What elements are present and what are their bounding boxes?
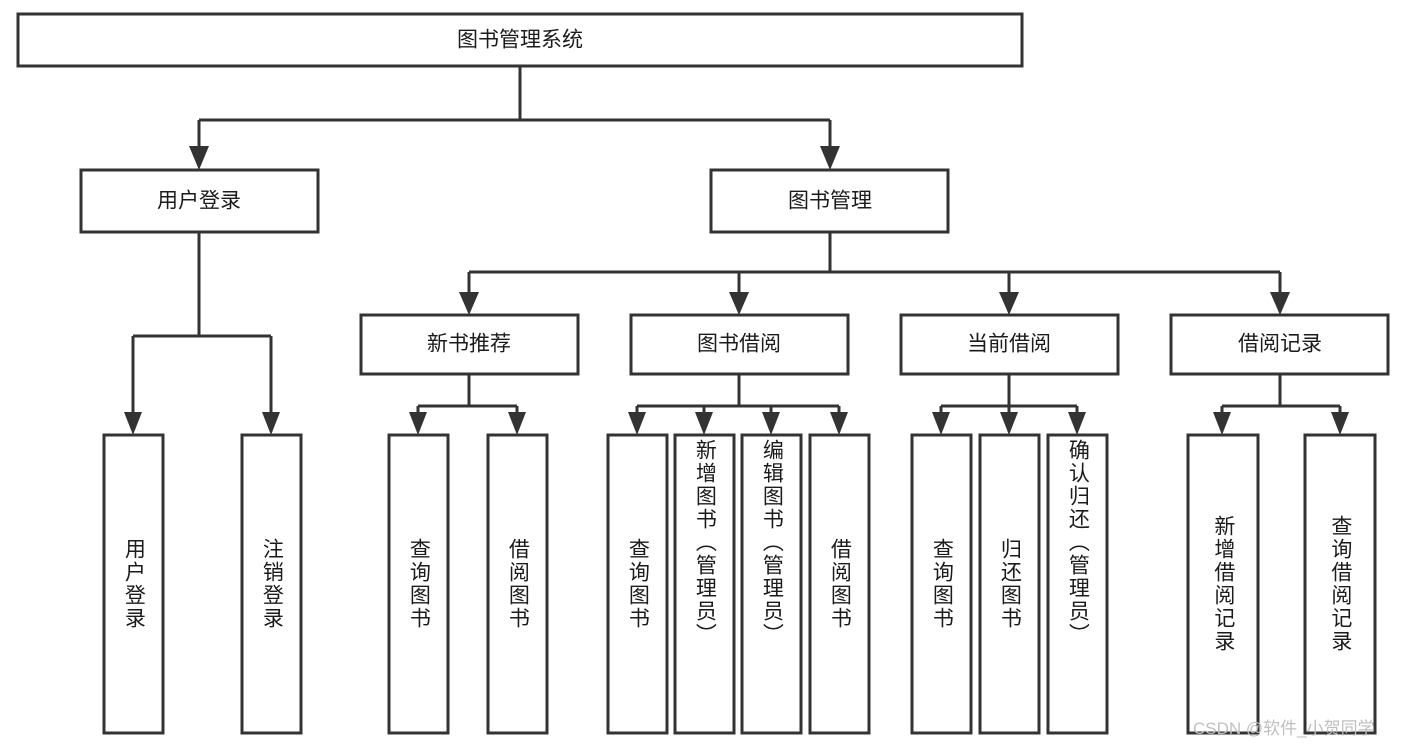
node-leaf-edit-book-box[interactable] [740,433,803,735]
arrow-head-leaf-query-book-3 [932,412,950,435]
node-leaf-query-book-3-box[interactable] [910,433,973,735]
arrow-head-bookmgmt [820,146,840,170]
node-leaf-borrow-book-2-box[interactable] [808,433,871,735]
connector-group-root [189,66,840,170]
node-leaf-borrow-book-1-box[interactable] [486,433,549,735]
node-records-box[interactable] [1169,313,1390,376]
connector-group-records [1213,374,1349,435]
node-current-box[interactable] [899,313,1120,376]
connector-group-newbook [409,374,526,435]
arrow-head-leaf-query-book-1 [409,412,427,435]
node-root[interactable]: 图书管理系统 [16,12,1024,68]
arrow-head-leaf-confirm-return [1068,412,1086,435]
node-newbook[interactable]: 新书推荐 [359,313,580,376]
node-leaf-add-record-box[interactable] [1186,433,1260,735]
arrow-head-leaf-user-logout [262,412,280,435]
node-current-label: 当前借阅 [967,333,1051,356]
node-current[interactable]: 当前借阅 [899,313,1120,376]
arrow-head-leaf-query-record [1331,412,1349,435]
node-leaf-query-record-box[interactable] [1303,433,1377,735]
node-login-label: 用户登录 [157,190,241,213]
node-leaf-user-login-box[interactable] [102,433,165,735]
arrow-head-leaf-return-book [1000,412,1018,435]
node-leaf-query-book-2-box[interactable] [606,433,669,735]
arrow-head-leaf-edit-book [762,412,780,435]
node-bookmgmt-label: 图书管理 [788,190,872,213]
arrow-head-records [1270,292,1290,315]
node-borrow[interactable]: 图书借阅 [629,313,850,376]
node-borrow-box[interactable] [629,313,850,376]
node-leaf-user-logout-box[interactable] [240,433,303,735]
node-root-label: 图书管理系统 [457,29,583,52]
node-bookmgmt[interactable]: 图书管理 [709,168,950,234]
arrow-head-borrow [729,292,749,315]
connector-group-login [124,232,280,435]
node-bookmgmt-box[interactable] [709,168,950,234]
node-leaf-confirm-return-box[interactable] [1046,433,1109,735]
arrow-head-login [189,146,209,170]
arrow-head-leaf-add-book [695,412,713,435]
node-leaf-return-book-box[interactable] [978,433,1041,735]
arrow-head-leaf-user-login [124,412,142,435]
node-newbook-box[interactable] [359,313,580,376]
node-leaf-add-book-box[interactable] [673,433,736,735]
arrow-head-current [999,292,1019,315]
node-records-label: 借阅记录 [1238,333,1322,356]
csdn-watermark: CSDN @软件_小贺同学 [1193,719,1375,738]
node-login-box[interactable] [79,168,320,234]
node-newbook-label: 新书推荐 [427,333,511,356]
node-root-box[interactable] [16,12,1024,68]
arrow-head-newbook [459,292,479,315]
arrow-head-leaf-borrow-book-1 [508,412,526,435]
arrow-head-leaf-add-record [1213,412,1231,435]
connector-group-bookmgmt [459,232,1290,315]
node-login[interactable]: 用户登录 [79,168,320,234]
node-borrow-label: 图书借阅 [697,333,781,356]
connector-group-current [932,374,1086,435]
arrow-head-leaf-borrow-book-2 [830,412,848,435]
connector-group-borrow [628,374,848,435]
node-records[interactable]: 借阅记录 [1169,313,1390,376]
node-leaf-query-book-1-box[interactable] [387,433,450,735]
arrow-head-leaf-query-book-2 [628,412,646,435]
